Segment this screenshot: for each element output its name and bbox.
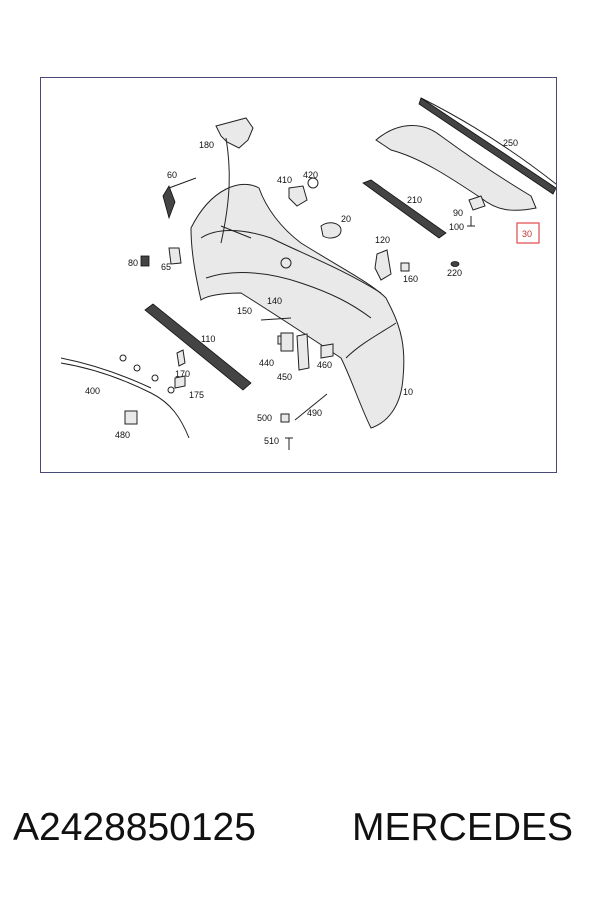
callout-label: 170 [175,369,190,379]
wiring-harness-part-400 [60,354,190,439]
part-175 [174,375,186,389]
diffuser-part-250 [375,97,556,211]
bumper-cover-part-10 [190,183,405,429]
part-510 [285,437,293,450]
highlight-box-part-30 [516,222,540,244]
callout-label: 10 [403,387,413,397]
callout-label: 480 [115,430,130,440]
reinforcement-part-110 [144,303,252,391]
callout-label: 120 [375,235,390,245]
callout-label: 500 [257,413,272,423]
clip-part-80 [140,255,150,267]
callout-label: 80 [128,258,138,268]
part-420 [307,177,319,189]
cover-part-20 [320,222,342,239]
part-170 [176,349,186,367]
callout-label: 160 [403,274,418,284]
callout-label: 410 [277,175,292,185]
callout-label: 250 [503,138,518,148]
clip-part-65 [168,247,182,265]
strip-part-210 [362,179,447,239]
part-450 [296,333,310,371]
callout-label: 90 [453,208,463,218]
part-480 [124,410,138,425]
part-220 [450,261,460,267]
bracket-part-180 [215,117,254,244]
callout-label: 60 [167,170,177,180]
part-460 [320,343,334,359]
side-strip-part-60 [162,177,197,220]
callout-label: 180 [199,140,214,150]
callout-label: 460 [317,360,332,370]
callout-label: 110 [201,334,215,344]
part-440 [280,332,294,352]
callout-label: 175 [189,390,204,400]
callout-label: 220 [447,268,462,278]
brand-name: MERCEDES [352,806,574,849]
callout-label: 150 [237,306,252,316]
bolt-part-150 [260,317,292,321]
part-500 [280,413,290,423]
part-90 [468,195,486,211]
callout-label: 65 [161,262,171,272]
part-410 [288,185,308,207]
part-number: A2428850125 [13,806,256,849]
callout-label-highlighted: 30 [522,229,532,239]
callout-label: 140 [267,296,282,306]
callout-label: 440 [259,358,274,368]
callout-label: 420 [303,170,318,180]
part-120 [374,249,392,281]
callout-label: 20 [341,214,351,224]
callout-label: 450 [277,372,292,382]
callout-label: 400 [85,386,100,396]
part-160 [400,262,410,272]
part-100 [467,216,475,227]
callout-label: 210 [407,195,422,205]
callout-label: 510 [264,436,279,446]
callout-label: 490 [307,408,322,418]
part-490 [294,393,328,421]
parts-diagram: 180 60 410 420 250 210 20 90 100 30 80 6… [60,97,556,450]
parts-diagram-frame: 180 60 410 420 250 210 20 90 100 30 80 6… [40,77,557,473]
callout-label: 100 [449,222,464,232]
